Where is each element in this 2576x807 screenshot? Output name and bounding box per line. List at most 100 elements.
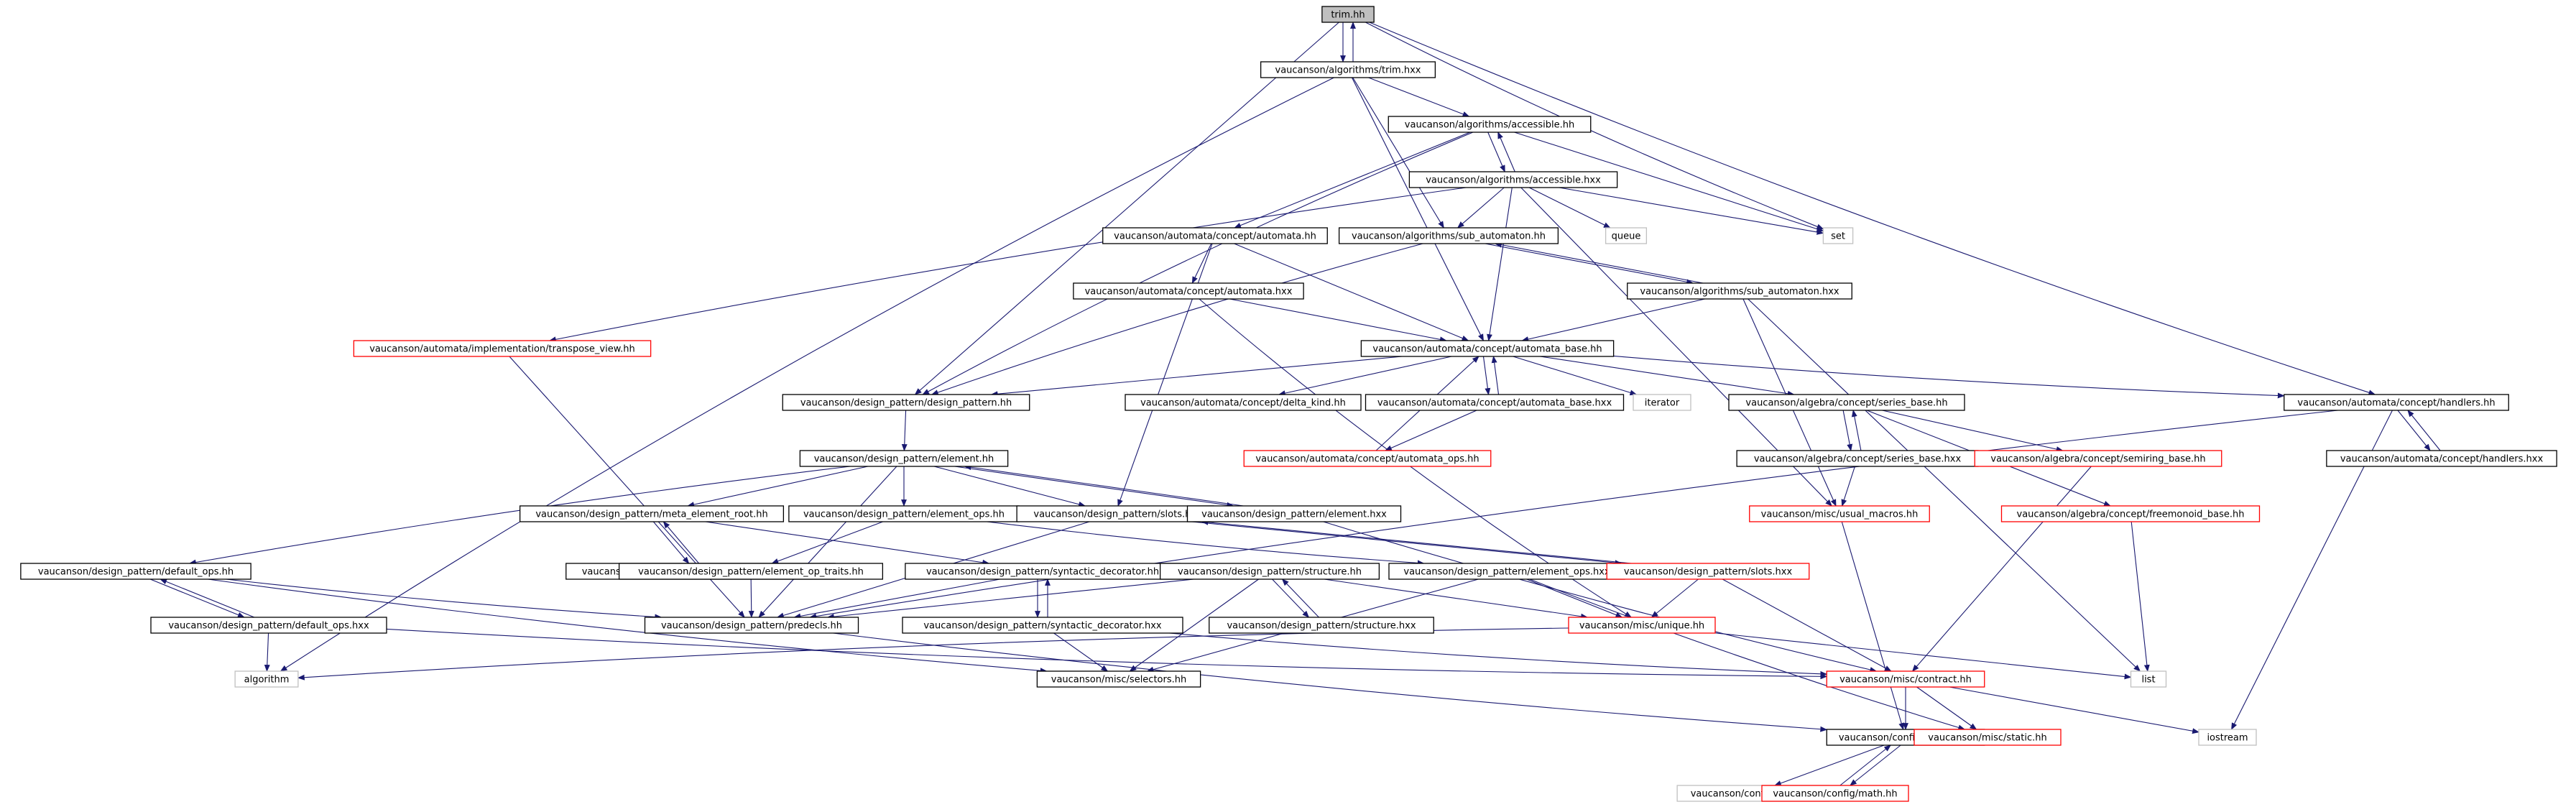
node-algorithm[interactable]: algorithm	[234, 670, 299, 688]
edge-automata-base-hh-to-iterator	[1513, 356, 1638, 396]
node-box	[2000, 505, 2261, 522]
node-structure-hxx[interactable]: vaucanson/design_pattern/structure.hxx	[1209, 617, 1434, 634]
node-box	[1605, 227, 1648, 244]
node-usual-macros[interactable]: vaucanson/misc/usual_macros.hh	[1749, 505, 1930, 522]
edge-trim-hh-to-handlers-hh	[1369, 22, 2376, 395]
edge-default-ops-hh-to-selectors	[208, 578, 1048, 674]
edge-access-hh-to-automata-hh	[1234, 132, 1471, 229]
node-label: vaucanson/algorithms/sub_automaton.hxx	[1640, 287, 1839, 298]
edge-element-hxx-to-element-hh	[964, 464, 1244, 507]
edge-sub-hxx-to-sub-hh	[1494, 241, 1704, 284]
edge-trim-hh-to-design-pattern-hh	[914, 22, 1339, 395]
node-default-ops-hh[interactable]: vaucanson/design_pattern/default_ops.hh	[20, 563, 251, 580]
node-label: vaucanson/algebra/concept/freemonoid_bas…	[2017, 509, 2245, 520]
node-slots-hxx[interactable]: vaucanson/design_pattern/slots.hxx	[1606, 563, 1810, 580]
node-structure-hh[interactable]: vaucanson/design_pattern/structure.hh	[1159, 563, 1380, 580]
node-sub-hh[interactable]: vaucanson/algorithms/sub_automaton.hh	[1338, 227, 1559, 244]
node-static-hh[interactable]: vaucanson/misc/static.hh	[1913, 729, 2062, 746]
edge-system-hh-to-math	[1850, 744, 1901, 786]
node-automata-ops[interactable]: vaucanson/automata/concept/automata_ops.…	[1243, 450, 1492, 467]
edge-series-base-hh-to-series-base-hxx	[1842, 410, 1853, 451]
node-transpose[interactable]: vaucanson/automata/implementation/transp…	[353, 340, 652, 357]
edge-semiring-to-contract	[1911, 466, 2092, 672]
node-box	[1260, 61, 1436, 78]
edge-automata-base-hh-to-delta-kind	[1278, 356, 1452, 396]
node-label: trim.hh	[1331, 10, 1365, 21]
edge-element-hh-to-slots-hh	[933, 466, 1086, 507]
node-design-pattern-hh[interactable]: vaucanson/design_pattern/design_pattern.…	[782, 394, 1030, 411]
node-automata-hh[interactable]: vaucanson/automata/concept/automata.hh	[1102, 227, 1328, 244]
node-label: vaucanson/automata/concept/delta_kind.hh	[1140, 398, 1346, 409]
node-series-base-hh[interactable]: vaucanson/algebra/concept/series_base.hh	[1728, 394, 1965, 411]
node-automata-base-hxx[interactable]: vaucanson/automata/concept/automata_base…	[1365, 394, 1625, 411]
node-label: vaucanson/automata/concept/handlers.hxx	[2340, 454, 2544, 465]
node-label: vaucanson/algorithms/accessible.hh	[1405, 120, 1574, 131]
edge-handlers-hh-to-predecls	[809, 410, 2338, 619]
node-box	[2130, 670, 2167, 688]
node-trim-hh[interactable]: trim.hh	[1321, 6, 1375, 23]
edge-structure-hh-to-predecls	[826, 578, 1194, 620]
node-handlers-hxx[interactable]: vaucanson/automata/concept/handlers.hxx	[2326, 450, 2557, 467]
node-box	[1365, 394, 1625, 411]
node-set[interactable]: set	[1822, 227, 1854, 244]
node-trim-hxx[interactable]: vaucanson/algorithms/trim.hxx	[1260, 61, 1436, 78]
node-label: vaucanson/design_pattern/element_op_trai…	[638, 567, 864, 578]
node-box	[2326, 450, 2557, 467]
edge-meta-root-hh-to-syn-dec-hh	[705, 521, 990, 566]
edge-usual-macros-to-system-hh	[1841, 521, 1905, 730]
node-automata-hxx[interactable]: vaucanson/automata/concept/automata.hxx	[1073, 282, 1304, 300]
node-element-ops-hh[interactable]: vaucanson/design_pattern/element_ops.hh	[788, 505, 1020, 522]
edge-access-hh-to-set	[1514, 132, 1824, 232]
node-syn-dec-hxx[interactable]: vaucanson/design_pattern/syntactic_decor…	[902, 617, 1183, 634]
node-label: vaucanson/design_pattern/default_ops.hh	[38, 567, 234, 578]
node-box	[1627, 282, 1852, 300]
edge-series-base-hxx-to-usual-macros	[1841, 466, 1855, 507]
node-sub-hxx[interactable]: vaucanson/algorithms/sub_automaton.hxx	[1627, 282, 1852, 300]
node-predecls[interactable]: vaucanson/design_pattern/predecls.hh	[644, 617, 859, 634]
node-selectors[interactable]: vaucanson/misc/selectors.hh	[1036, 670, 1201, 688]
node-op-traits[interactable]: vaucanson/design_pattern/element_op_trai…	[618, 563, 884, 580]
edge-automata-base-hh-to-automata-base-hxx	[1482, 356, 1491, 395]
edge-trim-hxx-to-sub-hh	[1352, 77, 1444, 229]
node-label: vaucanson/misc/selectors.hh	[1051, 675, 1186, 686]
node-box	[1036, 670, 1201, 688]
node-default-ops-hxx[interactable]: vaucanson/design_pattern/default_ops.hxx	[150, 617, 387, 634]
node-list[interactable]: list	[2130, 670, 2167, 688]
node-iostream[interactable]: iostream	[2198, 729, 2257, 746]
node-iterator[interactable]: iterator	[1633, 394, 1691, 411]
node-meta-root-hh[interactable]: vaucanson/design_pattern/meta_element_ro…	[519, 505, 785, 522]
node-freemonoid[interactable]: vaucanson/algebra/concept/freemonoid_bas…	[2000, 505, 2261, 522]
node-delta-kind[interactable]: vaucanson/automata/concept/delta_kind.hh	[1125, 394, 1362, 411]
node-access-hh[interactable]: vaucanson/algorithms/accessible.hh	[1388, 116, 1592, 133]
node-contract[interactable]: vaucanson/misc/contract.hh	[1826, 670, 1985, 688]
node-semiring[interactable]: vaucanson/algebra/concept/semiring_base.…	[1974, 450, 2222, 467]
node-label: vaucanson/design_pattern/element.hh	[814, 454, 994, 465]
node-label: vaucanson/automata/concept/automata_base…	[1372, 344, 1602, 355]
node-math[interactable]: vaucanson/config/math.hh	[1761, 785, 1909, 802]
edge-sub-hh-to-design-pattern-hh	[931, 243, 1423, 395]
node-label: iostream	[2207, 733, 2248, 744]
node-box	[2284, 394, 2509, 411]
edge-automata-base-hh-to-handlers-hh	[1613, 355, 2285, 399]
edge-access-hxx-to-automata-base-hh	[1487, 187, 1513, 341]
node-series-base-hxx[interactable]: vaucanson/algebra/concept/series_base.hx…	[1736, 450, 1979, 467]
node-element-ops-hxx[interactable]: vaucanson/design_pattern/element_ops.hxx	[1388, 563, 1625, 580]
node-label: vaucanson/algorithms/sub_automaton.hh	[1352, 231, 1546, 242]
node-unique[interactable]: vaucanson/misc/unique.hh	[1568, 617, 1716, 634]
edge-syn-dec-hh-to-predecls	[793, 578, 1000, 619]
node-label: vaucanson/config/math.hh	[1773, 789, 1897, 800]
node-syn-dec-hh[interactable]: vaucanson/design_pattern/syntactic_decor…	[905, 563, 1181, 580]
edge-automata-base-hxx-to-automata-ops	[1385, 410, 1477, 451]
node-access-hxx[interactable]: vaucanson/algorithms/accessible.hxx	[1408, 171, 1618, 188]
node-slots-hh[interactable]: vaucanson/design_pattern/slots.hh	[1016, 505, 1214, 522]
node-box	[1974, 450, 2222, 467]
node-element-hh[interactable]: vaucanson/design_pattern/element.hh	[799, 450, 1009, 467]
node-element-hxx[interactable]: vaucanson/design_pattern/element.hxx	[1186, 505, 1402, 522]
node-handlers-hh[interactable]: vaucanson/automata/concept/handlers.hh	[2284, 394, 2509, 411]
node-queue[interactable]: queue	[1605, 227, 1648, 244]
edge-meta-root-hxx-to-meta-root-hh	[663, 521, 700, 564]
edge-default-ops-hxx-to-contract	[386, 628, 1828, 680]
edge-freemonoid-to-list	[2130, 521, 2150, 672]
node-automata-base-hh[interactable]: vaucanson/automata/concept/automata_base…	[1360, 340, 1615, 357]
edge-slots-hxx-to-contract	[1722, 578, 1892, 672]
